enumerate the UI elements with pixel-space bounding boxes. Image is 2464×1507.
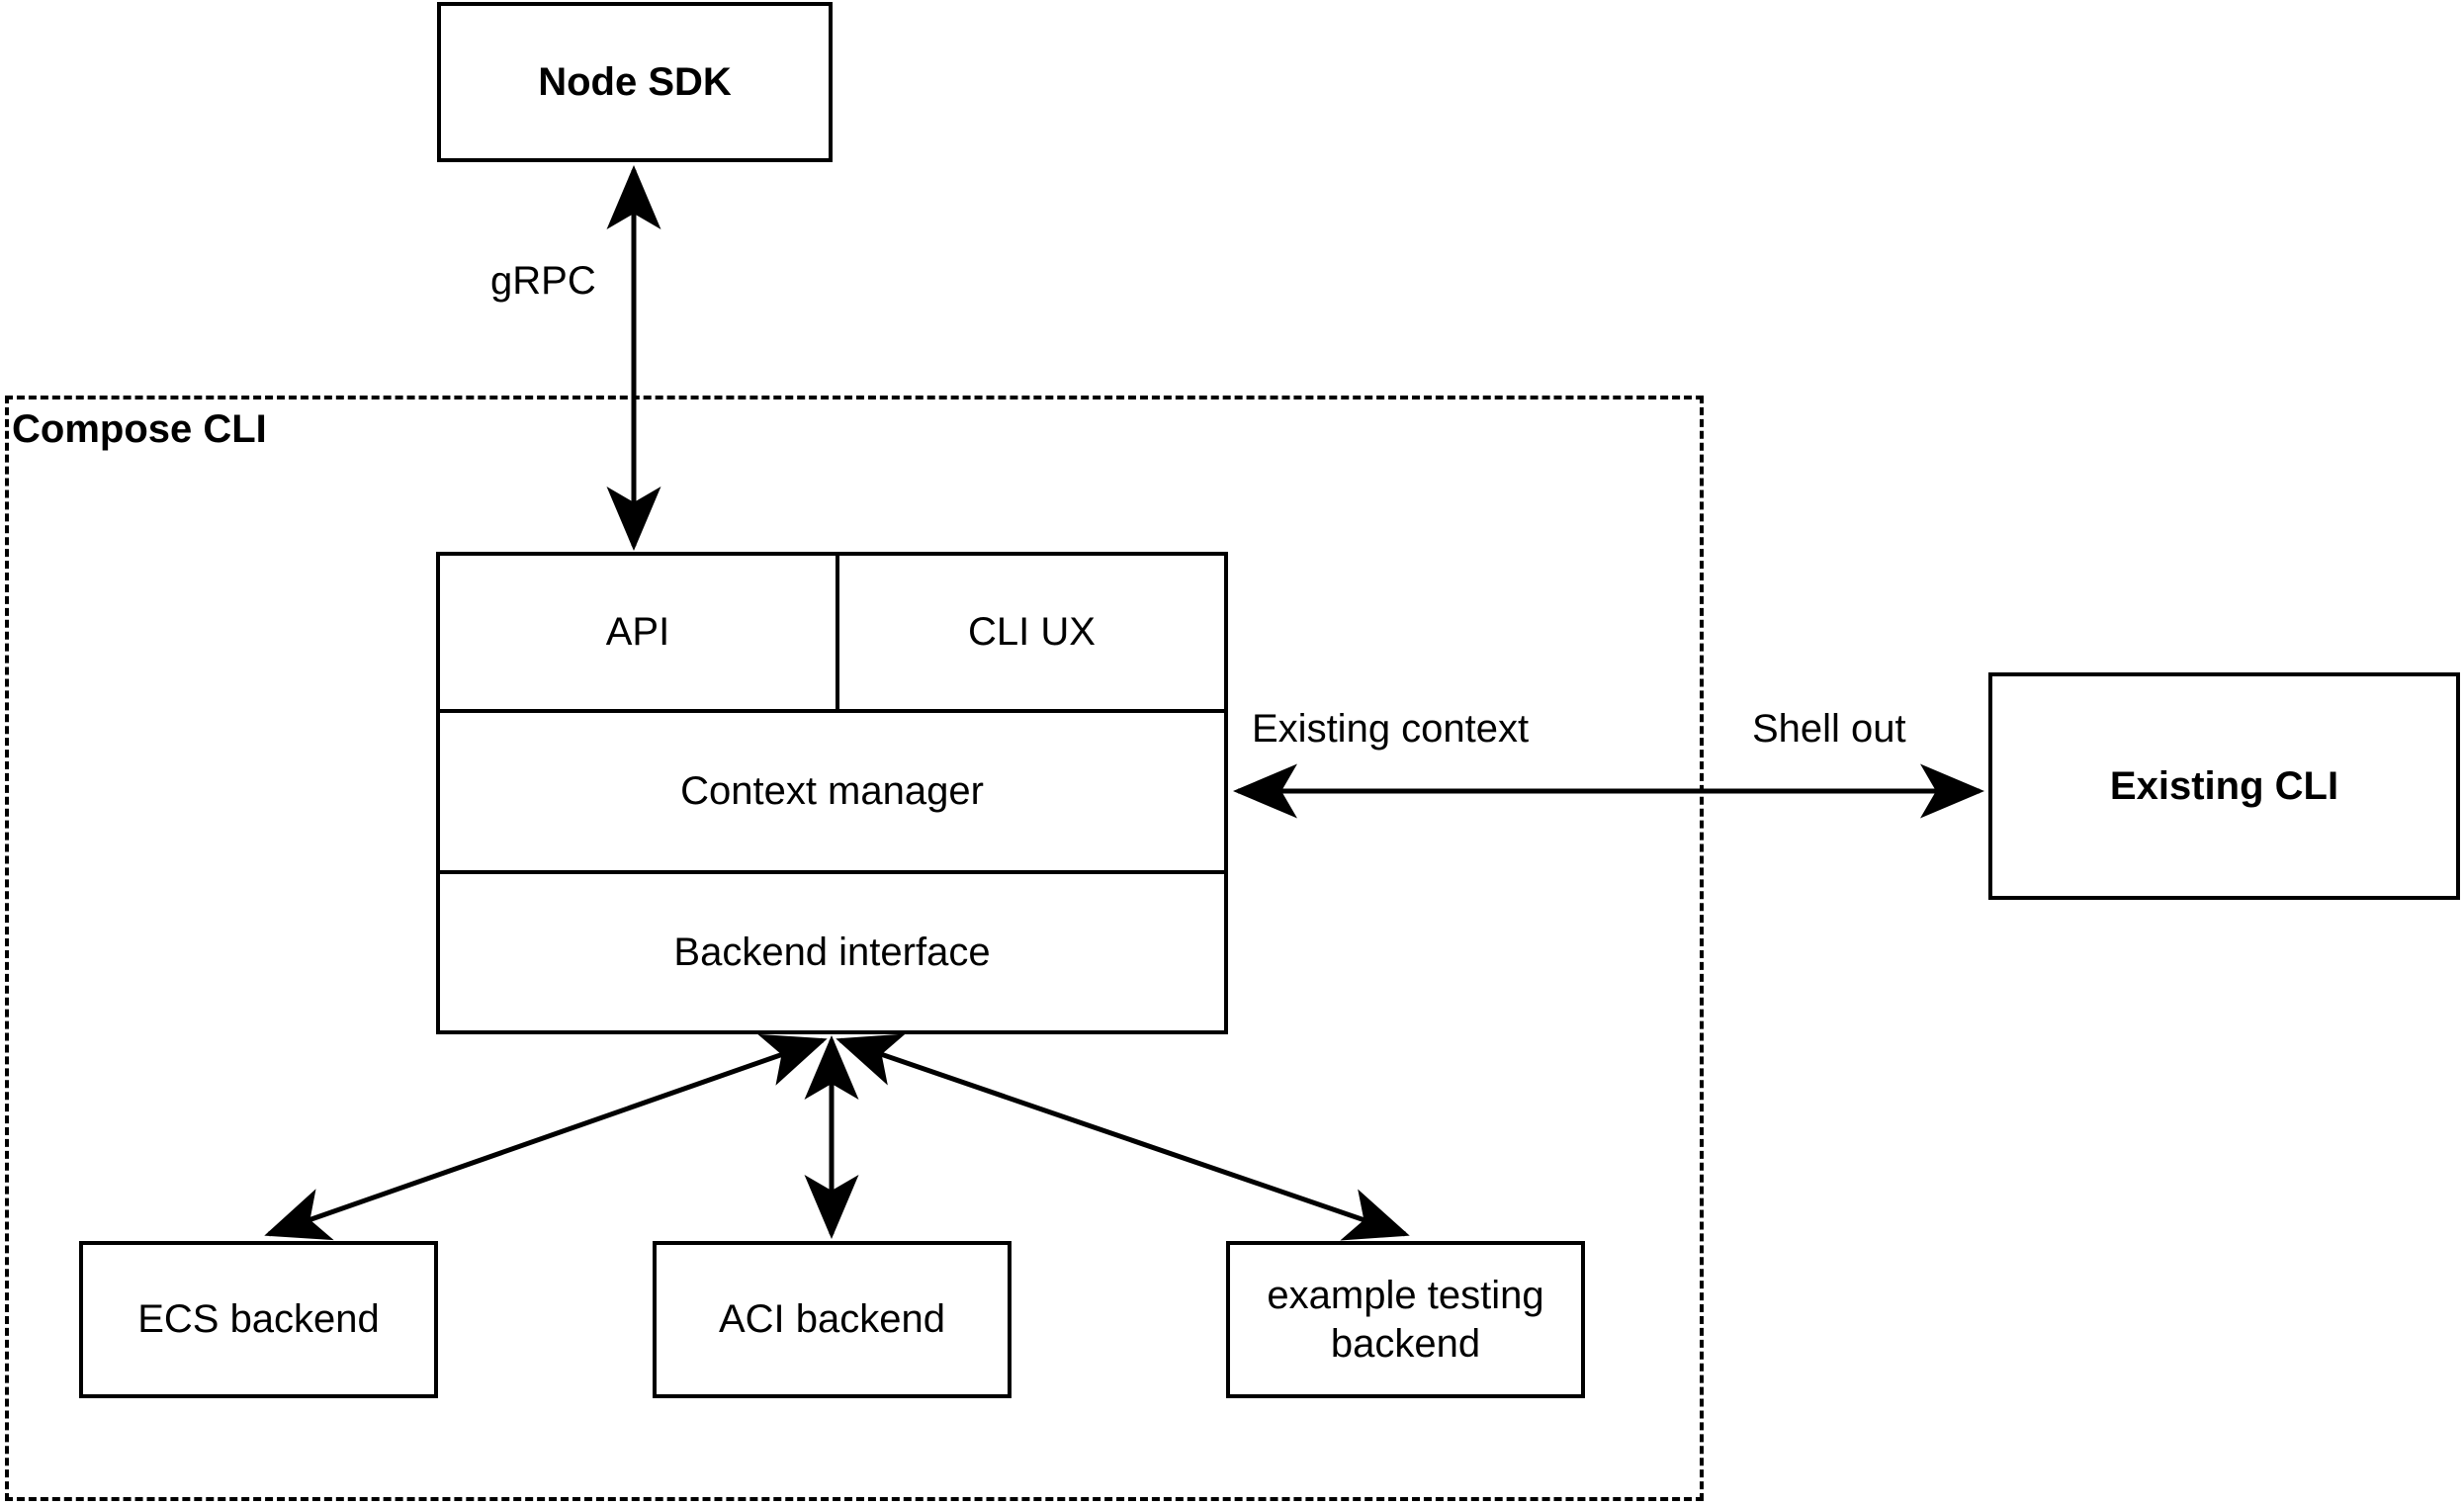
stack-divider-col-1	[836, 556, 839, 709]
example-testing-backend-line-1: example testing	[1267, 1273, 1544, 1317]
node-box-example-testing-backend[interactable]: example testing backend	[1226, 1241, 1585, 1398]
edge-label-existing-context: Existing context	[1248, 707, 1534, 751]
stack-cell-api[interactable]: API	[605, 610, 670, 654]
compose-cli-stack	[436, 552, 1228, 1034]
node-box-ecs-backend[interactable]: ECS backend	[79, 1241, 438, 1398]
stack-cell-context-manager[interactable]: Context manager	[680, 769, 984, 813]
node-box-node-sdk[interactable]: Node SDK	[437, 2, 833, 162]
node-box-existing-cli[interactable]: Existing CLI	[1988, 672, 2460, 900]
compose-cli-group-label: Compose CLI	[10, 407, 269, 452]
edge-backend-to-ecs	[264, 1033, 828, 1241]
edge-label-shell-out: Shell out	[1748, 707, 1910, 751]
example-testing-backend-line-2: backend	[1330, 1321, 1481, 1366]
stack-cell-backend-interface[interactable]: Backend interface	[673, 930, 991, 974]
node-box-aci-backend[interactable]: ACI backend	[653, 1241, 1012, 1398]
stack-cell-cli-ux[interactable]: CLI UX	[968, 610, 1096, 654]
edge-label-grpc: gRPC	[486, 259, 600, 303]
compose-cli-group-boundary	[5, 396, 1704, 1501]
stack-divider-row-2	[440, 870, 1224, 874]
edge-backend-to-example-testing	[836, 1033, 1410, 1241]
stack-divider-row-1	[440, 709, 1224, 713]
